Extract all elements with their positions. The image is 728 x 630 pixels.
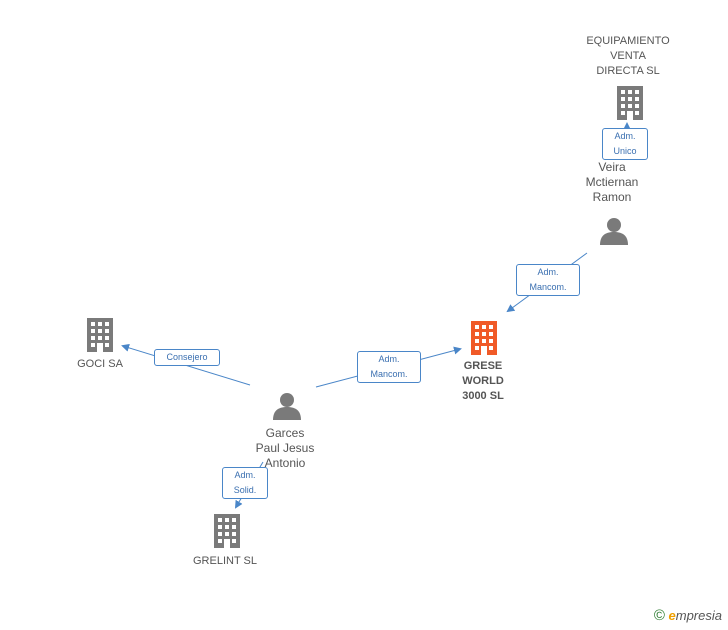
building-icon-equipamiento[interactable] xyxy=(617,86,643,120)
edge-label-adm-unico: Adm. Unico xyxy=(602,128,648,160)
person-icon-veira[interactable] xyxy=(600,218,628,245)
node-label-garces[interactable]: Garces Paul Jesus Antonio xyxy=(255,426,315,470)
building-icon-grelint[interactable] xyxy=(214,514,240,548)
building-icon-grese[interactable] xyxy=(471,321,497,355)
person-icon-garces[interactable] xyxy=(273,393,301,420)
node-label-veira[interactable]: Veira Mctiernan Ramon xyxy=(585,160,639,204)
building-icon-goci[interactable] xyxy=(87,318,113,352)
edge-label-adm-mancom-garces: Adm. Mancom. xyxy=(357,351,421,383)
node-label-grese[interactable]: GRESE WORLD 3000 SL xyxy=(462,360,504,402)
copyright-icon: © xyxy=(653,607,665,624)
edge-label-adm-solid: Adm. Solid. xyxy=(222,467,268,499)
edge-label-consejero: Consejero xyxy=(154,349,220,366)
empresia-logo: © empresia xyxy=(654,607,722,624)
node-label-goci[interactable]: GOCI SA xyxy=(77,358,123,370)
logo-e: e xyxy=(668,608,676,623)
edge-label-adm-mancom-veira: Adm. Mancom. xyxy=(516,264,580,296)
logo-text: mpresia xyxy=(675,608,722,623)
node-label-equipamiento[interactable]: EQUIPAMIENTO VENTA DIRECTA SL xyxy=(586,35,670,77)
node-label-grelint[interactable]: GRELINT SL xyxy=(193,555,257,567)
